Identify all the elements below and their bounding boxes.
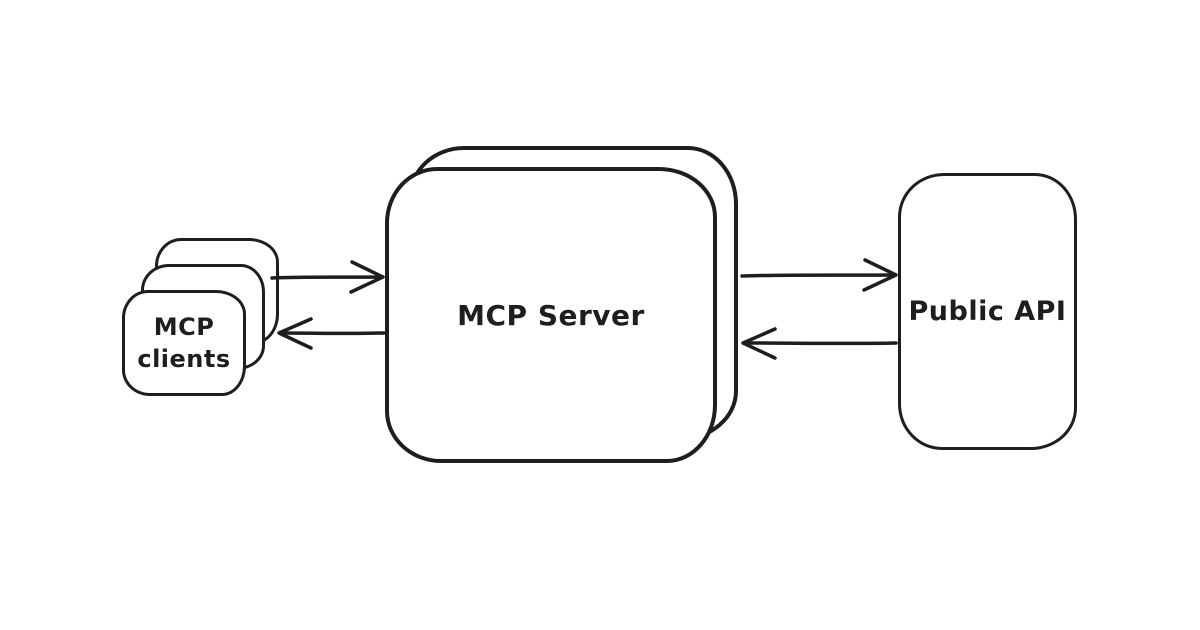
node-mcp-server: MCP Server <box>385 167 717 463</box>
edge-server-to-clients-arrow <box>277 317 386 350</box>
mcp-clients-label-line1: MCP <box>153 313 215 341</box>
edge-api-to-server-arrow <box>741 327 898 360</box>
mcp-clients-label: MCP clients <box>137 311 230 375</box>
node-public-api: Public API <box>898 173 1077 450</box>
mcp-clients-label-line2: clients <box>137 345 231 373</box>
mcp-server-label: MCP Server <box>457 298 645 332</box>
public-api-label: Public API <box>908 296 1067 327</box>
edge-server-to-api-arrow <box>740 258 898 292</box>
node-mcp-clients: MCP clients <box>122 290 246 396</box>
edge-clients-to-server-arrow <box>270 260 385 294</box>
